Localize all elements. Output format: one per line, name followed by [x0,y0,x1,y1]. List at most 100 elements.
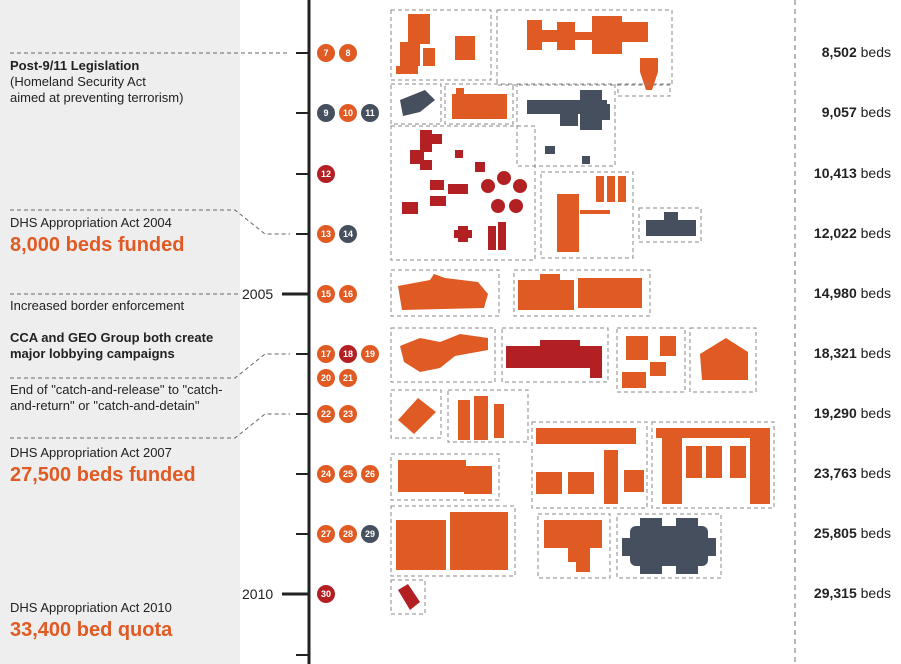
bed-count: 8,502 beds [822,44,891,60]
annotation-dhs-2004: DHS Appropriation Act 2004 8,000 beds fu… [10,215,240,257]
facility-28-plan [537,513,611,579]
annotation-subtitle: (Homeland Security Act aimed at preventi… [10,74,184,105]
facility-12-plan [390,125,536,261]
facility-30-plan [390,579,426,615]
annotation-dhs-2007: DHS Appropriation Act 2007 27,500 beds f… [10,445,240,487]
facility-footprints [390,9,775,615]
bed-count-number: 25,805 [813,525,857,541]
facility-badge: 30 [317,585,335,603]
bed-count-number: 29,315 [813,585,857,601]
facility-22-plan [390,389,442,439]
bed-count-unit: beds [856,165,891,181]
annotation-text: CCA and GEO Group both create major lobb… [10,330,214,361]
facility-badge: 25 [339,465,357,483]
facility-25-plan [531,421,648,509]
facility-23-plan [447,389,529,443]
year-label-2005: 2005 [242,286,274,302]
facility-badge: 15 [317,285,335,303]
facility-badge: 26 [361,465,379,483]
facility-10-plan [444,83,514,125]
annotation-highlight: 8,000 beds funded [10,234,185,256]
facility-18-plan [501,327,609,383]
bed-count-number: 12,022 [813,225,857,241]
facility-badge: 29 [361,525,379,543]
bed-count-unit: beds [856,525,891,541]
facility-badge: 21 [339,369,357,387]
bed-count: 14,980 beds [814,285,891,301]
annotation-border-enforcement: Increased border enforcement [10,298,240,314]
facility-16-plan [513,269,651,317]
facility-badge: 16 [339,285,357,303]
bed-count-number: 18,321 [813,345,857,361]
annotation-highlight: 27,500 beds funded [10,464,196,486]
annotation-title: DHS Appropriation Act 2004 [10,215,172,230]
facility-badge: 8 [339,44,357,62]
facility-17-plan [390,327,496,383]
annotation-sidebar [0,0,240,664]
bed-count: 12,022 beds [814,225,891,241]
facility-8-plan [496,9,673,97]
facility-29-plan [616,513,722,579]
facility-badge: 27 [317,525,335,543]
facility-badge: 20 [317,369,335,387]
bed-count-number: 9,057 [821,104,857,120]
bed-count-number: 19,290 [813,405,857,421]
bed-count-unit: beds [856,225,891,241]
facility-20-plan [689,327,757,393]
facility-11-plan [516,83,616,167]
facility-14-plan [638,207,702,243]
annotation-lobbying: CCA and GEO Group both create major lobb… [10,330,220,362]
annotation-post911: Post-9/11 Legislation (Homeland Security… [10,58,240,106]
bed-count: 10,413 beds [814,165,891,181]
facility-9-plan [390,83,442,125]
annotation-text: End of "catch-and-release" to "catch-and… [10,382,223,413]
annotation-dhs-2010: DHS Appropriation Act 2010 33,400 bed qu… [10,600,240,642]
annotation-connectors [10,52,290,439]
bed-count: 9,057 beds [822,104,891,120]
bed-count-unit: beds [856,405,891,421]
timeline-ticks [282,52,309,656]
facility-badge: 14 [339,225,357,243]
facility-15-plan [390,269,500,317]
facility-19-plan [616,327,686,393]
annotation-title: Post-9/11 Legislation [10,58,140,73]
bed-count-unit: beds [856,465,891,481]
facility-badge: 10 [339,104,357,122]
facility-badge: 9 [317,104,335,122]
facility-badge: 24 [317,465,335,483]
bed-count-unit: beds [856,104,891,120]
facility-badge: 7 [317,44,335,62]
facility-badge: 11 [361,104,379,122]
facility-badge: 22 [317,405,335,423]
bed-count-number: 8,502 [821,44,857,60]
bed-count: 19,290 beds [814,405,891,421]
bed-count: 29,315 beds [814,585,891,601]
facility-24-plan [390,453,500,501]
facility-27-plan [390,505,516,577]
facility-badge: 18 [339,345,357,363]
bed-count-unit: beds [856,44,891,60]
annotation-text: Increased border enforcement [10,298,185,313]
bed-count: 18,321 beds [814,345,891,361]
facility-badge: 12 [317,165,335,183]
year-label-2010: 2010 [242,586,274,602]
annotation-title: DHS Appropriation Act 2010 [10,600,172,615]
bed-count-number: 23,763 [813,465,857,481]
bed-count-number: 14,980 [813,285,857,301]
facility-badge: 19 [361,345,379,363]
facility-7-plan [390,9,492,81]
facility-badge: 17 [317,345,335,363]
facility-13-plan [540,171,634,259]
bed-count: 23,763 beds [814,465,891,481]
annotation-highlight: 33,400 bed quota [10,619,173,641]
bed-count-unit: beds [856,285,891,301]
annotation-title: DHS Appropriation Act 2007 [10,445,172,460]
bed-count-unit: beds [856,345,891,361]
bed-count-number: 10,413 [813,165,857,181]
facility-26-plan [651,421,775,509]
facility-badge: 13 [317,225,335,243]
annotation-catch-release: End of "catch-and-release" to "catch-and… [10,382,225,414]
facility-badge: 28 [339,525,357,543]
